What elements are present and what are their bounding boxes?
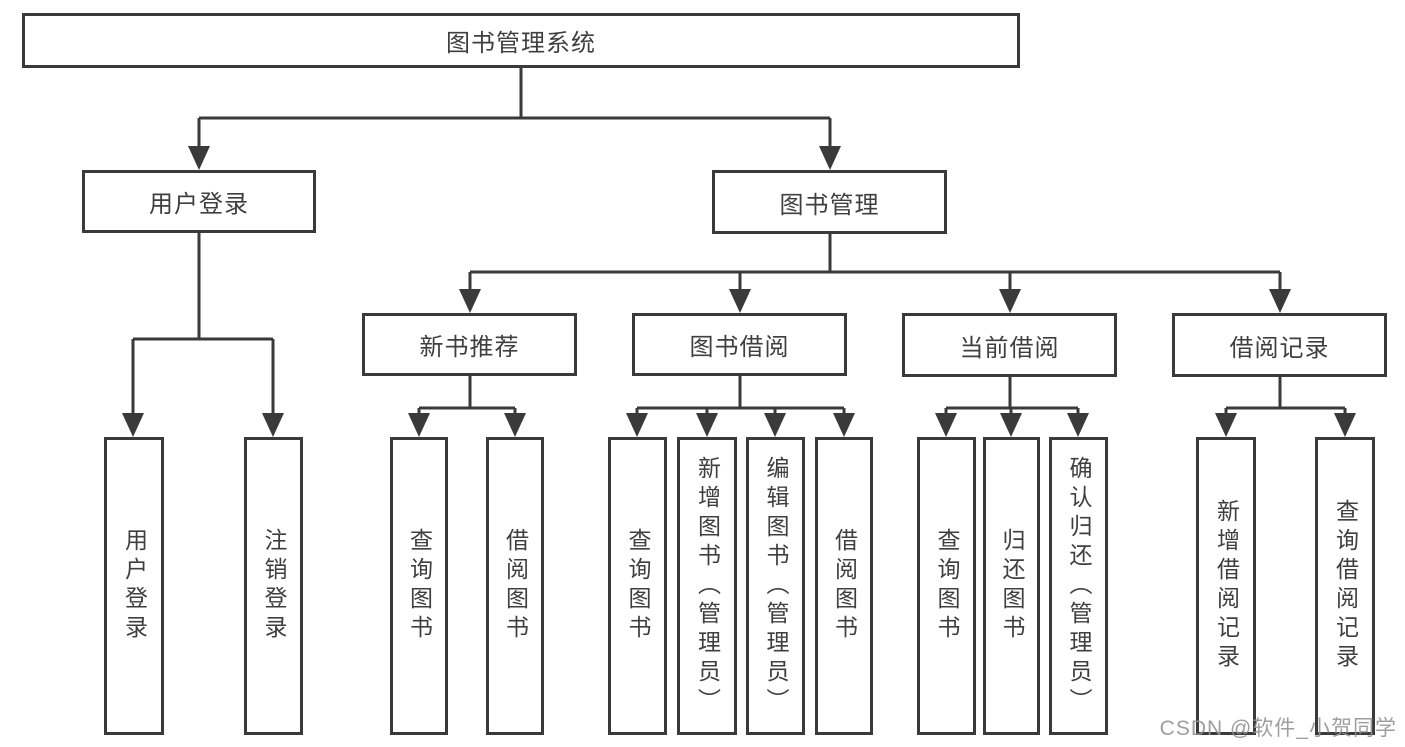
csdn-watermark: CSDN @软件_小贺同学 <box>1159 717 1397 740</box>
node-bb-borrow-books: 借阅图书 <box>815 437 873 735</box>
node-book-management-label: 图书管理 <box>779 191 880 219</box>
connector-borrowrecords-children <box>1215 377 1356 437</box>
node-book-borrow: 图书借阅 <box>632 313 847 376</box>
node-user-login-leaf: 用户登录 <box>104 437 164 735</box>
node-borrow-records: 借阅记录 <box>1172 313 1387 377</box>
node-cb-confirm-return-admin-label: 确认归还（管理员） <box>1066 455 1092 717</box>
node-br-add-record-label: 新增借阅记录 <box>1213 499 1240 673</box>
node-br-query-record: 查询借阅记录 <box>1315 437 1375 735</box>
node-logout-leaf-label: 注销登录 <box>261 528 287 644</box>
node-bb-edit-books-admin: 编辑图书（管理员） <box>746 437 805 735</box>
connector-root-to-level2 <box>188 68 841 170</box>
node-bb-edit-books-admin-label: 编辑图书（管理员） <box>763 455 789 717</box>
node-cb-query-books-label: 查询图书 <box>934 528 960 644</box>
node-cb-confirm-return-admin: 确认归还（管理员） <box>1049 437 1108 735</box>
node-br-add-record: 新增借阅记录 <box>1196 437 1256 735</box>
connector-userlogin-children <box>122 233 284 437</box>
node-user-login: 用户登录 <box>82 170 316 233</box>
node-current-borrow-label: 当前借阅 <box>959 334 1060 362</box>
node-bb-query-books-label: 查询图书 <box>625 528 651 644</box>
node-logout-leaf: 注销登录 <box>244 437 303 735</box>
connector-newbookrec-children <box>408 376 526 437</box>
node-new-book-recommend: 新书推荐 <box>362 313 577 376</box>
node-root: 图书管理系统 <box>22 13 1020 68</box>
node-nbr-query-books: 查询图书 <box>390 437 448 735</box>
node-current-borrow: 当前借阅 <box>902 313 1117 377</box>
node-bb-query-books: 查询图书 <box>608 437 667 735</box>
node-cb-query-books: 查询图书 <box>917 437 976 735</box>
node-root-label: 图书管理系统 <box>446 30 596 57</box>
connector-currentborrow-children <box>935 377 1089 437</box>
node-cb-return-books: 归还图书 <box>983 437 1040 735</box>
node-nbr-borrow-books: 借阅图书 <box>486 437 544 735</box>
node-book-borrow-label: 图书借阅 <box>689 334 790 361</box>
node-cb-return-books-label: 归还图书 <box>999 528 1025 644</box>
node-user-login-leaf-label: 用户登录 <box>121 528 148 644</box>
node-nbr-query-books-label: 查询图书 <box>406 528 433 644</box>
node-nbr-borrow-books-label: 借阅图书 <box>502 528 529 644</box>
node-user-login-label: 用户登录 <box>149 191 249 218</box>
node-br-query-record-label: 查询借阅记录 <box>1332 499 1359 673</box>
node-new-book-recommend-label: 新书推荐 <box>419 334 520 361</box>
connector-bookmgmt-children <box>459 234 1291 313</box>
node-book-management: 图书管理 <box>712 170 947 234</box>
node-bb-borrow-books-label: 借阅图书 <box>831 528 858 644</box>
node-borrow-records-label: 借阅记录 <box>1229 334 1330 362</box>
node-bb-add-books-admin: 新增图书（管理员） <box>677 437 737 735</box>
connector-bookborrow-children <box>626 376 855 437</box>
node-bb-add-books-admin-label: 新增图书（管理员） <box>694 455 721 717</box>
